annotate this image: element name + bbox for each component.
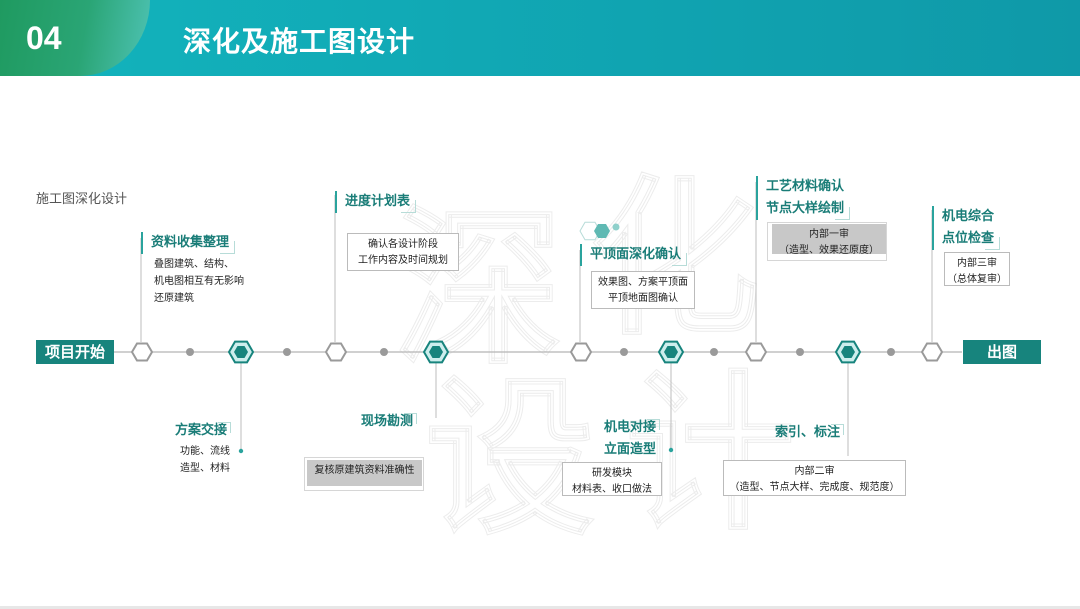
hex-node-grey [324, 342, 348, 362]
step-desc-line: 功能、流线 [180, 446, 230, 457]
step-title-line: 机电综合 [942, 209, 995, 224]
hex-node-teal-core [429, 346, 443, 358]
step-box-mep-check: 内部三审 （总体复审） [944, 252, 1010, 286]
step-title-handover: 方案交接 [175, 420, 232, 442]
axis-dot [186, 348, 194, 356]
step-title-survey: 现场勘测 [361, 411, 418, 433]
step-desc-line: 复核原建筑资料准确性 [314, 465, 415, 476]
step-title-ceiling: 平顶面深化确认 [580, 244, 688, 266]
axis-dot [887, 348, 895, 356]
step-desc-line: 研发模块 [592, 468, 632, 479]
hex-node-teal-core [841, 346, 855, 358]
step-desc-line: 机电图相互有无影响 [154, 276, 244, 287]
step-desc-line: （造型、效果还原度） [779, 245, 879, 256]
axis-dot [283, 348, 291, 356]
watermark-char-3: 设 [424, 361, 596, 559]
hex-node-teal-core [234, 346, 248, 358]
step-desc-line: 造型、材料 [180, 463, 230, 474]
step-box-mep-facade: 研发模块 材料表、收口做法 [562, 462, 662, 496]
step-desc-line: 平顶地面图确认 [608, 293, 678, 304]
step-desc-line: （总体复审） [947, 274, 1007, 285]
step-title-line: 节点大样绘制 [766, 201, 845, 216]
connector-dot-1 [238, 448, 244, 454]
section-number: 04 [26, 20, 62, 56]
step-desc-handover: 功能、流线 造型、材料 [180, 443, 230, 477]
step-title-line: 点位检查 [942, 231, 995, 246]
step-box-frame [767, 222, 887, 261]
hex-node-grey [569, 342, 593, 362]
page-title: 深化及施工图设计 [183, 25, 416, 58]
axis-end-label: 出图 [963, 340, 1041, 364]
step-desc-line: 内部二审 [794, 466, 835, 477]
step-desc-line: 内部三审 [957, 258, 997, 269]
step-desc-line: 还原建筑 [154, 293, 194, 304]
hex-node-grey [920, 342, 944, 362]
hex-node-teal-core [664, 346, 678, 358]
step-desc-line: 工作内容及时间规划 [358, 255, 448, 266]
step-desc-data-collection: 叠图建筑、结构、 机电图相互有无影响 还原建筑 [154, 256, 244, 307]
step-title-schedule: 进度计划表 [335, 191, 417, 213]
axis-dot [710, 348, 718, 356]
axis-dot [796, 348, 804, 356]
watermark-char-2: 化 [589, 161, 761, 359]
diagram-subtitle: 施工图深化设计 [36, 192, 128, 207]
step-title-materials: 工艺材料确认 节点大样绘制 [756, 176, 851, 220]
decor-hex-icon [594, 224, 610, 238]
step-desc-line: 确认各设计阶段 [368, 239, 438, 250]
step-box-index: 内部二审 （造型、节点大样、完成度、规范度） [723, 460, 906, 496]
step-box-survey: 复核原建筑资料准确性 [307, 460, 422, 486]
step-box-materials: 内部一审 （造型、效果还原度） [772, 224, 886, 256]
step-desc-line: 内部一审 [809, 229, 849, 240]
hex-node-grey [744, 342, 768, 362]
connector-dot-2 [668, 447, 674, 453]
axis-dot [380, 348, 388, 356]
bottom-divider [0, 606, 1080, 609]
step-title-mep-facade: 机电对接 立面造型 [604, 417, 661, 461]
axis-start-label: 项目开始 [36, 340, 114, 364]
watermark-char-4: 计 [624, 356, 796, 554]
step-desc-line: 材料表、收口做法 [572, 484, 652, 495]
decor-dot-icon [612, 223, 620, 231]
header-bar [0, 0, 1080, 76]
step-title-mep-check: 机电综合 点位检查 [932, 206, 1001, 250]
hex-node-grey [130, 342, 154, 362]
step-title-line: 工艺材料确认 [766, 179, 845, 194]
step-desc-line: （造型、节点大样、完成度、规范度） [729, 482, 900, 493]
step-title-index: 索引、标注 [775, 422, 845, 444]
step-title-line: 立面造型 [604, 442, 657, 457]
step-box-schedule: 确认各设计阶段 工作内容及时间规划 [347, 233, 459, 271]
step-box-ceiling: 效果图、方案平顶面 平顶地面图确认 [591, 271, 695, 309]
step-title-line: 机电对接 [604, 420, 657, 435]
step-title-data-collection: 资料收集整理 [141, 232, 236, 254]
step-desc-line: 叠图建筑、结构、 [154, 259, 234, 270]
axis-dot [620, 348, 628, 356]
step-desc-line: 效果图、方案平顶面 [598, 277, 688, 288]
step-box-frame [304, 457, 424, 491]
